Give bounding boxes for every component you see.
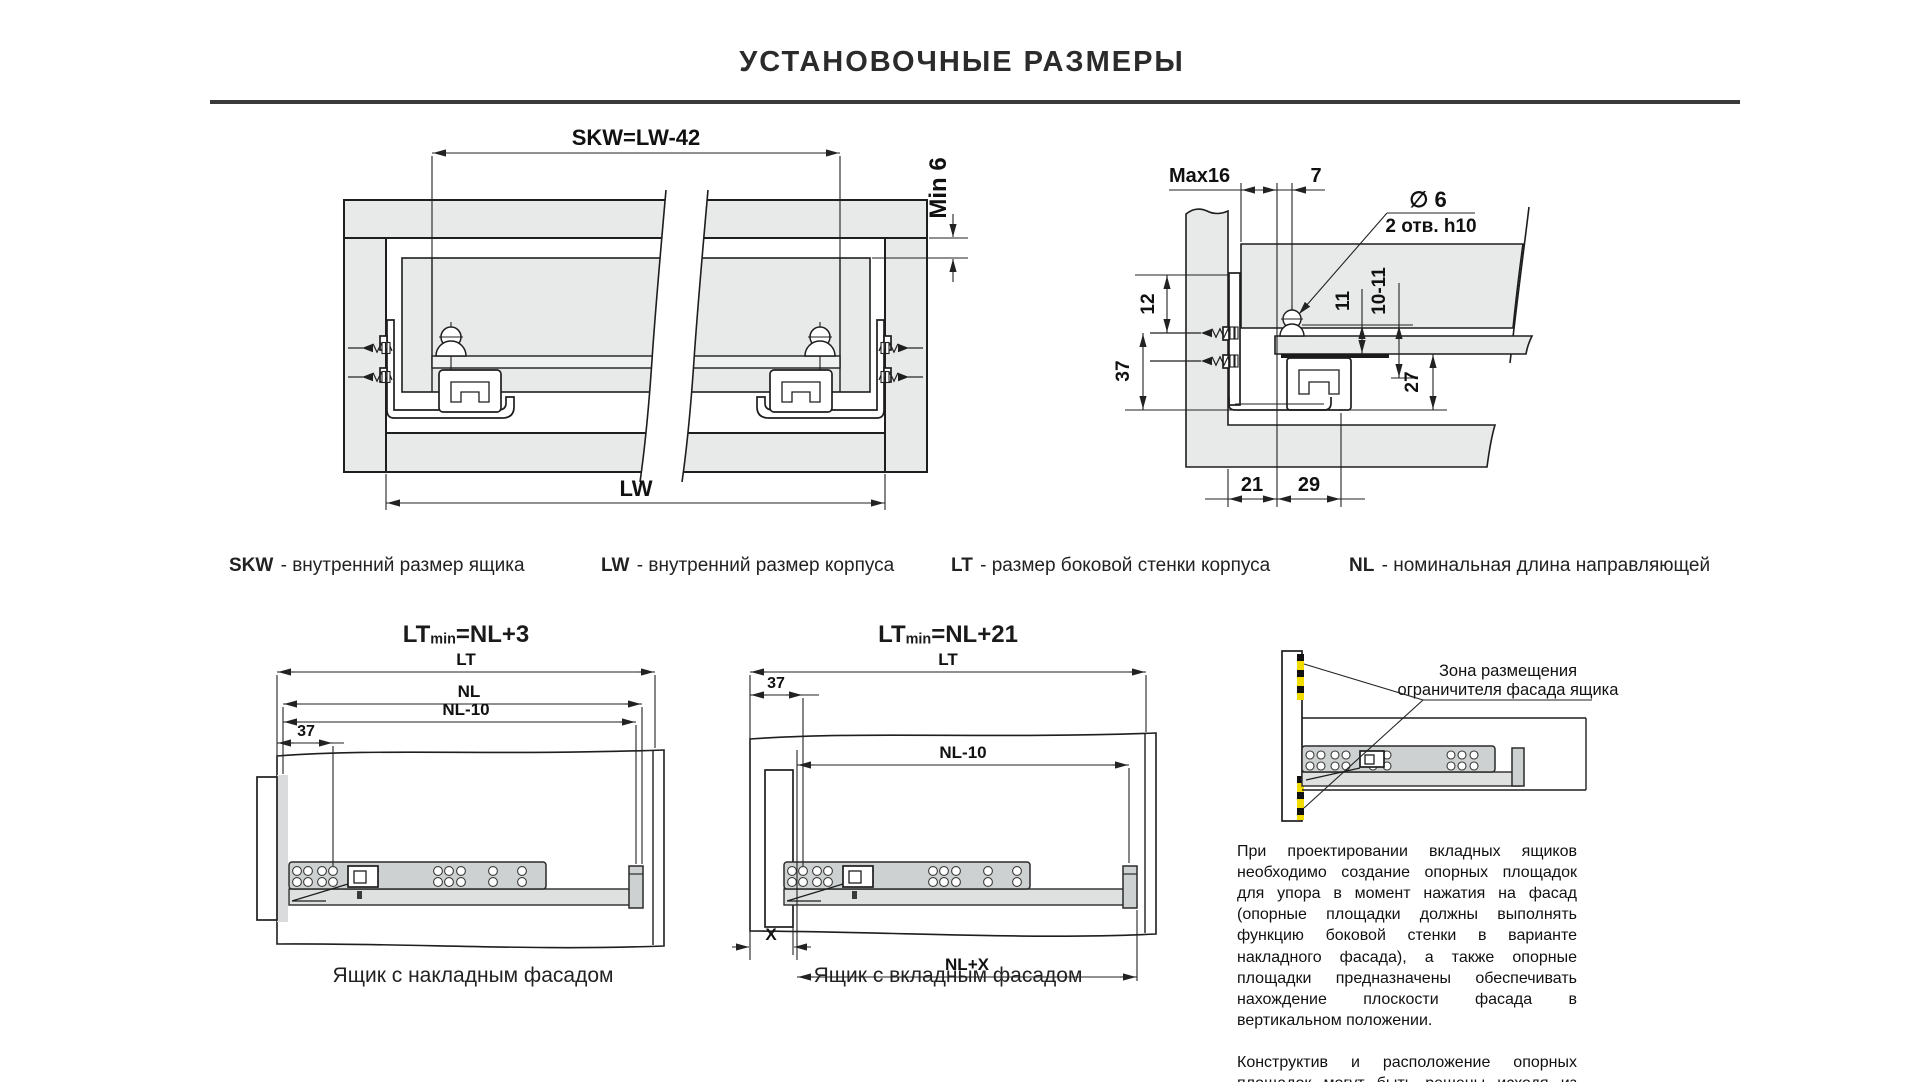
dimension-label: 27 xyxy=(1402,371,1423,392)
cabinet-side-wall xyxy=(749,732,1157,938)
note-paragraph: Конструктив и расположение опорных площа… xyxy=(1237,1053,1577,1082)
zone-label-line1: Зона размещения xyxy=(1439,662,1577,680)
dimension-label: 12 xyxy=(1138,293,1159,314)
limiter-zone-callout: Зона размещения ограничителя фасада ящик… xyxy=(1303,662,1620,809)
slide-assembly-left xyxy=(348,319,515,419)
overlay-facade-diagram: LT NL NL-10 37 xyxy=(256,650,665,949)
legend-nl: NL - номинальная длина направляющей xyxy=(1349,555,1711,576)
overlay-facade-panel xyxy=(256,776,278,921)
dimension-label: 37 xyxy=(1113,360,1134,381)
dimension-max16-and-7: Max16 7 xyxy=(1169,165,1325,507)
zone-label-line2: ограничителя фасада ящика xyxy=(1398,681,1620,699)
cabinet-left-wall xyxy=(343,237,387,473)
legend-skw: SKW - внутренний размер ящика xyxy=(229,555,525,576)
dimension-37: 37 xyxy=(277,723,344,866)
dimension-label: 10-11 xyxy=(1369,267,1390,315)
hole-note-label: 2 отв. h10 xyxy=(1385,216,1476,237)
dimension-11-1011-27: 11 10-11 27 xyxy=(1302,267,1437,410)
mounting-screw xyxy=(1150,326,1239,340)
formula-overlay-facade: LTmin=NL+3 xyxy=(402,621,530,648)
cabinet-bottom-panel xyxy=(385,432,886,473)
title-rule xyxy=(210,100,1740,104)
caption-overlay-facade: Ящик с накладным фасадом xyxy=(332,964,614,987)
dimension-nl: NL xyxy=(282,682,643,864)
dimension-label: NL+X xyxy=(945,955,990,974)
legend-lt: LT - размер боковой стенки корпуса xyxy=(951,555,1271,576)
legend-lw: LW - внутренний размер корпуса xyxy=(601,555,895,576)
inset-facade-diagram: LT 37 NL-10 X NL+X xyxy=(732,650,1157,981)
dimension-12-37: 12 37 xyxy=(1113,274,1447,411)
note-paragraph: При проектировании вкладных ящиков необх… xyxy=(1237,843,1577,1029)
dimension-label: LT xyxy=(938,650,958,669)
dimension-label: NL-10 xyxy=(939,743,986,762)
dimension-nlx: NL+X xyxy=(797,910,1138,981)
drawer-side-panel xyxy=(1240,243,1524,329)
mounting-screw xyxy=(348,370,393,384)
dimension-lw: LW xyxy=(385,474,886,510)
dimension-label: 37 xyxy=(297,723,315,740)
mounting-screw xyxy=(1150,354,1239,368)
drawer-slide-side-view xyxy=(783,861,1138,909)
dimension-label: NL xyxy=(458,682,481,701)
dimension-x: X xyxy=(732,925,811,955)
limiter-zone-highlight xyxy=(1297,654,1304,820)
cabinet-top-panel xyxy=(343,199,928,239)
dimension-label: 7 xyxy=(1310,165,1321,187)
dimension-label: NL-10 xyxy=(442,700,489,719)
dimension-label: 21 xyxy=(1241,474,1263,496)
front-corner-detail-diagram: Max16 7 12 37 11 10-11 xyxy=(1113,165,1534,507)
dimension-label: SKW=LW-42 xyxy=(572,125,701,150)
dimension-label: Min 6 xyxy=(925,157,952,218)
dimension-label: Max16 xyxy=(1169,165,1230,187)
facade-limiter-zone-diagram: Зона размещения ограничителя фасада ящик… xyxy=(1281,650,1619,822)
dimension-label: LT xyxy=(456,650,476,669)
dimension-label: 29 xyxy=(1298,474,1320,496)
drawer-bottom-panel xyxy=(1274,335,1534,355)
drawer-slide-side-view xyxy=(288,861,644,909)
dimension-lt: LT xyxy=(276,650,656,774)
mounting-screw xyxy=(348,341,393,355)
dimension-label: LW xyxy=(620,476,653,501)
cabinet-side-wall xyxy=(276,749,665,949)
notes-block: При проектировании вкладных ящиков необх… xyxy=(1237,841,1577,1082)
dimension-nl10: NL-10 xyxy=(283,700,637,864)
dimension-min6: Min 6 xyxy=(872,157,968,282)
dimension-label: X xyxy=(765,925,777,944)
caption-inset-facade: Ящик с вкладным фасадом xyxy=(813,964,1083,987)
dimension-label: 11 xyxy=(1333,291,1354,312)
cabinet-front-edge xyxy=(277,775,288,922)
dimension-label: 37 xyxy=(767,675,785,692)
dimension-nl10: NL-10 xyxy=(796,743,1130,960)
dimension-37: 37 xyxy=(750,675,819,866)
drawer-slide-side-view xyxy=(1301,717,1587,791)
dimension-lt: LT xyxy=(749,650,1147,960)
cabinet-side-and-bottom xyxy=(1185,208,1497,468)
dimension-skw: SKW=LW-42 xyxy=(431,125,841,363)
hole-callout: ∅ 6 2 отв. h10 xyxy=(1298,187,1477,315)
slide-top-strip xyxy=(1281,354,1389,358)
hole-diameter-label: ∅ 6 xyxy=(1409,187,1447,212)
cabinet-front-section-diagram: SKW=LW-42 Min 6 LW xyxy=(343,125,968,510)
cabinet-right-wall xyxy=(884,237,928,473)
formula-inset-facade: LTmin=NL+21 xyxy=(878,621,1018,648)
drawer-bottom-panel xyxy=(431,355,841,369)
break-band xyxy=(640,190,708,482)
page-title: УСТАНОВОЧНЫЕ РАЗМЕРЫ xyxy=(739,46,1185,78)
dimension-21-29: 21 29 xyxy=(1205,413,1365,507)
